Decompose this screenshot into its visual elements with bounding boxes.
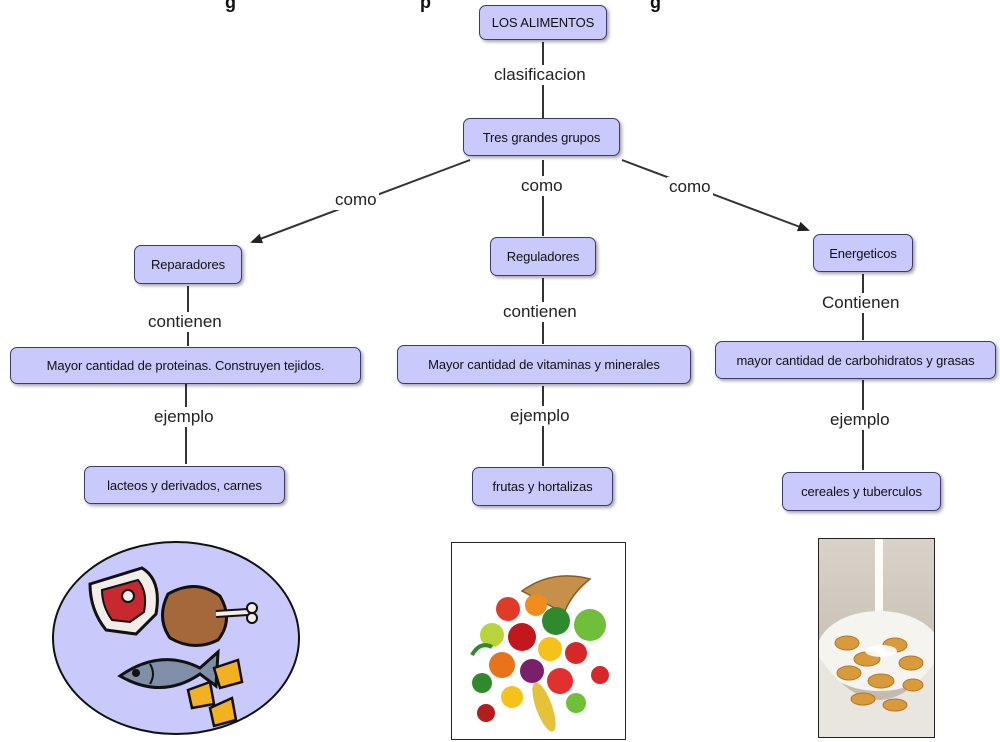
meat-plate-illustration — [52, 541, 300, 735]
node-ene-ex[interactable]: cereales y tuberculos — [782, 472, 941, 511]
title-fragment-left: g — [225, 0, 237, 12]
node-tres-grandes-grupos[interactable]: Tres grandes grupos — [463, 118, 620, 156]
link-contienen-mid: contienen — [501, 302, 579, 322]
title-fragment-right: g — [650, 0, 662, 12]
link-clasificacion: clasificacion — [492, 65, 588, 85]
fruits-vegetables-image — [451, 542, 626, 740]
link-ejemplo-right: ejemplo — [828, 410, 892, 430]
steak-icon — [88, 566, 159, 636]
link-contienen-right: Contienen — [820, 293, 902, 313]
arrow-energeticos — [621, 159, 810, 232]
node-reg-desc[interactable]: Mayor cantidad de vitaminas y minerales — [397, 345, 691, 384]
node-reg-ex[interactable]: frutas y hortalizas — [472, 467, 613, 506]
cereal-bowl-image — [818, 538, 935, 738]
link-como-right: como — [667, 177, 713, 197]
node-los-alimentos[interactable]: LOS ALIMENTOS — [479, 5, 607, 40]
cheese-icon — [186, 658, 244, 728]
link-como-mid: como — [519, 176, 565, 196]
link-ejemplo-mid: ejemplo — [508, 406, 572, 426]
link-contienen-left: contienen — [146, 312, 224, 332]
node-ene-desc[interactable]: mayor cantidad de carbohidratos y grasas — [715, 341, 996, 379]
link-como-left: como — [333, 190, 379, 210]
node-energeticos[interactable]: Energeticos — [813, 234, 913, 272]
node-rep-ex[interactable]: lacteos y derivados, carnes — [84, 466, 285, 504]
node-rep-desc[interactable]: Mayor cantidad de proteinas. Construyen … — [10, 347, 361, 384]
chicken-icon — [161, 585, 258, 647]
title-fragment-middle: p — [420, 0, 432, 12]
node-reparadores[interactable]: Reparadores — [134, 245, 242, 284]
node-reguladores[interactable]: Reguladores — [490, 237, 596, 276]
link-ejemplo-left: ejemplo — [152, 407, 216, 427]
